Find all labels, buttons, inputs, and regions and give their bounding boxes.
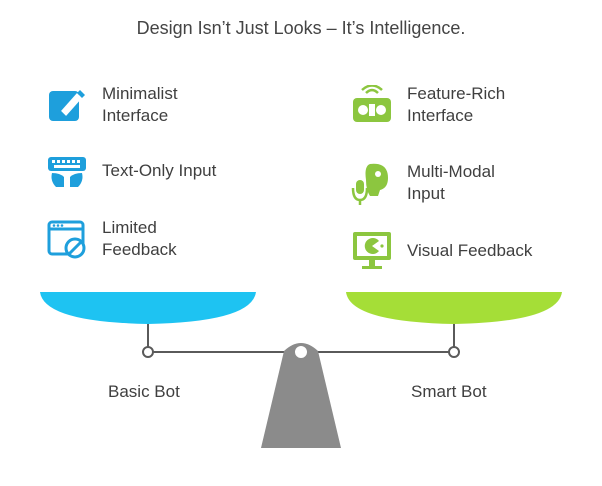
- left-item-text-only-input: Text-Only Input: [44, 148, 216, 194]
- left-item-limited-feedback: Limited Feedback: [44, 216, 177, 262]
- monitor-chart-icon: [349, 228, 395, 274]
- right-item-feature-rich-interface: Feature-Rich Interface: [349, 82, 505, 128]
- left-item-minimalist-interface: Minimalist Interface: [44, 82, 178, 128]
- smart-bot-label: Smart Bot: [411, 382, 487, 401]
- pencil-edit-icon: [44, 82, 90, 128]
- fulcrum: [261, 343, 341, 448]
- fulcrum-pivot: [293, 344, 309, 360]
- right-item-label: Multi-Modal Input: [407, 162, 495, 203]
- right-beam-joint: [448, 346, 460, 358]
- left-item-label: Minimalist Interface: [102, 84, 178, 125]
- right-item-visual-feedback: Visual Feedback: [349, 228, 532, 274]
- left-pan: [40, 292, 256, 324]
- left-item-label: Limited Feedback: [102, 218, 177, 259]
- left-beam-joint: [142, 346, 154, 358]
- right-item-label: Visual Feedback: [407, 241, 533, 260]
- radio-device-icon: [349, 82, 395, 128]
- blocked-window-icon: [44, 216, 90, 262]
- keyboard-hands-icon: [44, 148, 90, 194]
- left-item-label: Text-Only Input: [102, 161, 217, 180]
- right-item-label: Feature-Rich Interface: [407, 84, 506, 125]
- voice-microphone-icon: [349, 160, 395, 206]
- right-item-multi-modal-input: Multi-Modal Input: [349, 160, 495, 206]
- basic-bot-label: Basic Bot: [108, 382, 180, 401]
- right-pan: [346, 292, 562, 324]
- diagram-title: Design Isn’t Just Looks – It’s Intellige…: [136, 18, 466, 38]
